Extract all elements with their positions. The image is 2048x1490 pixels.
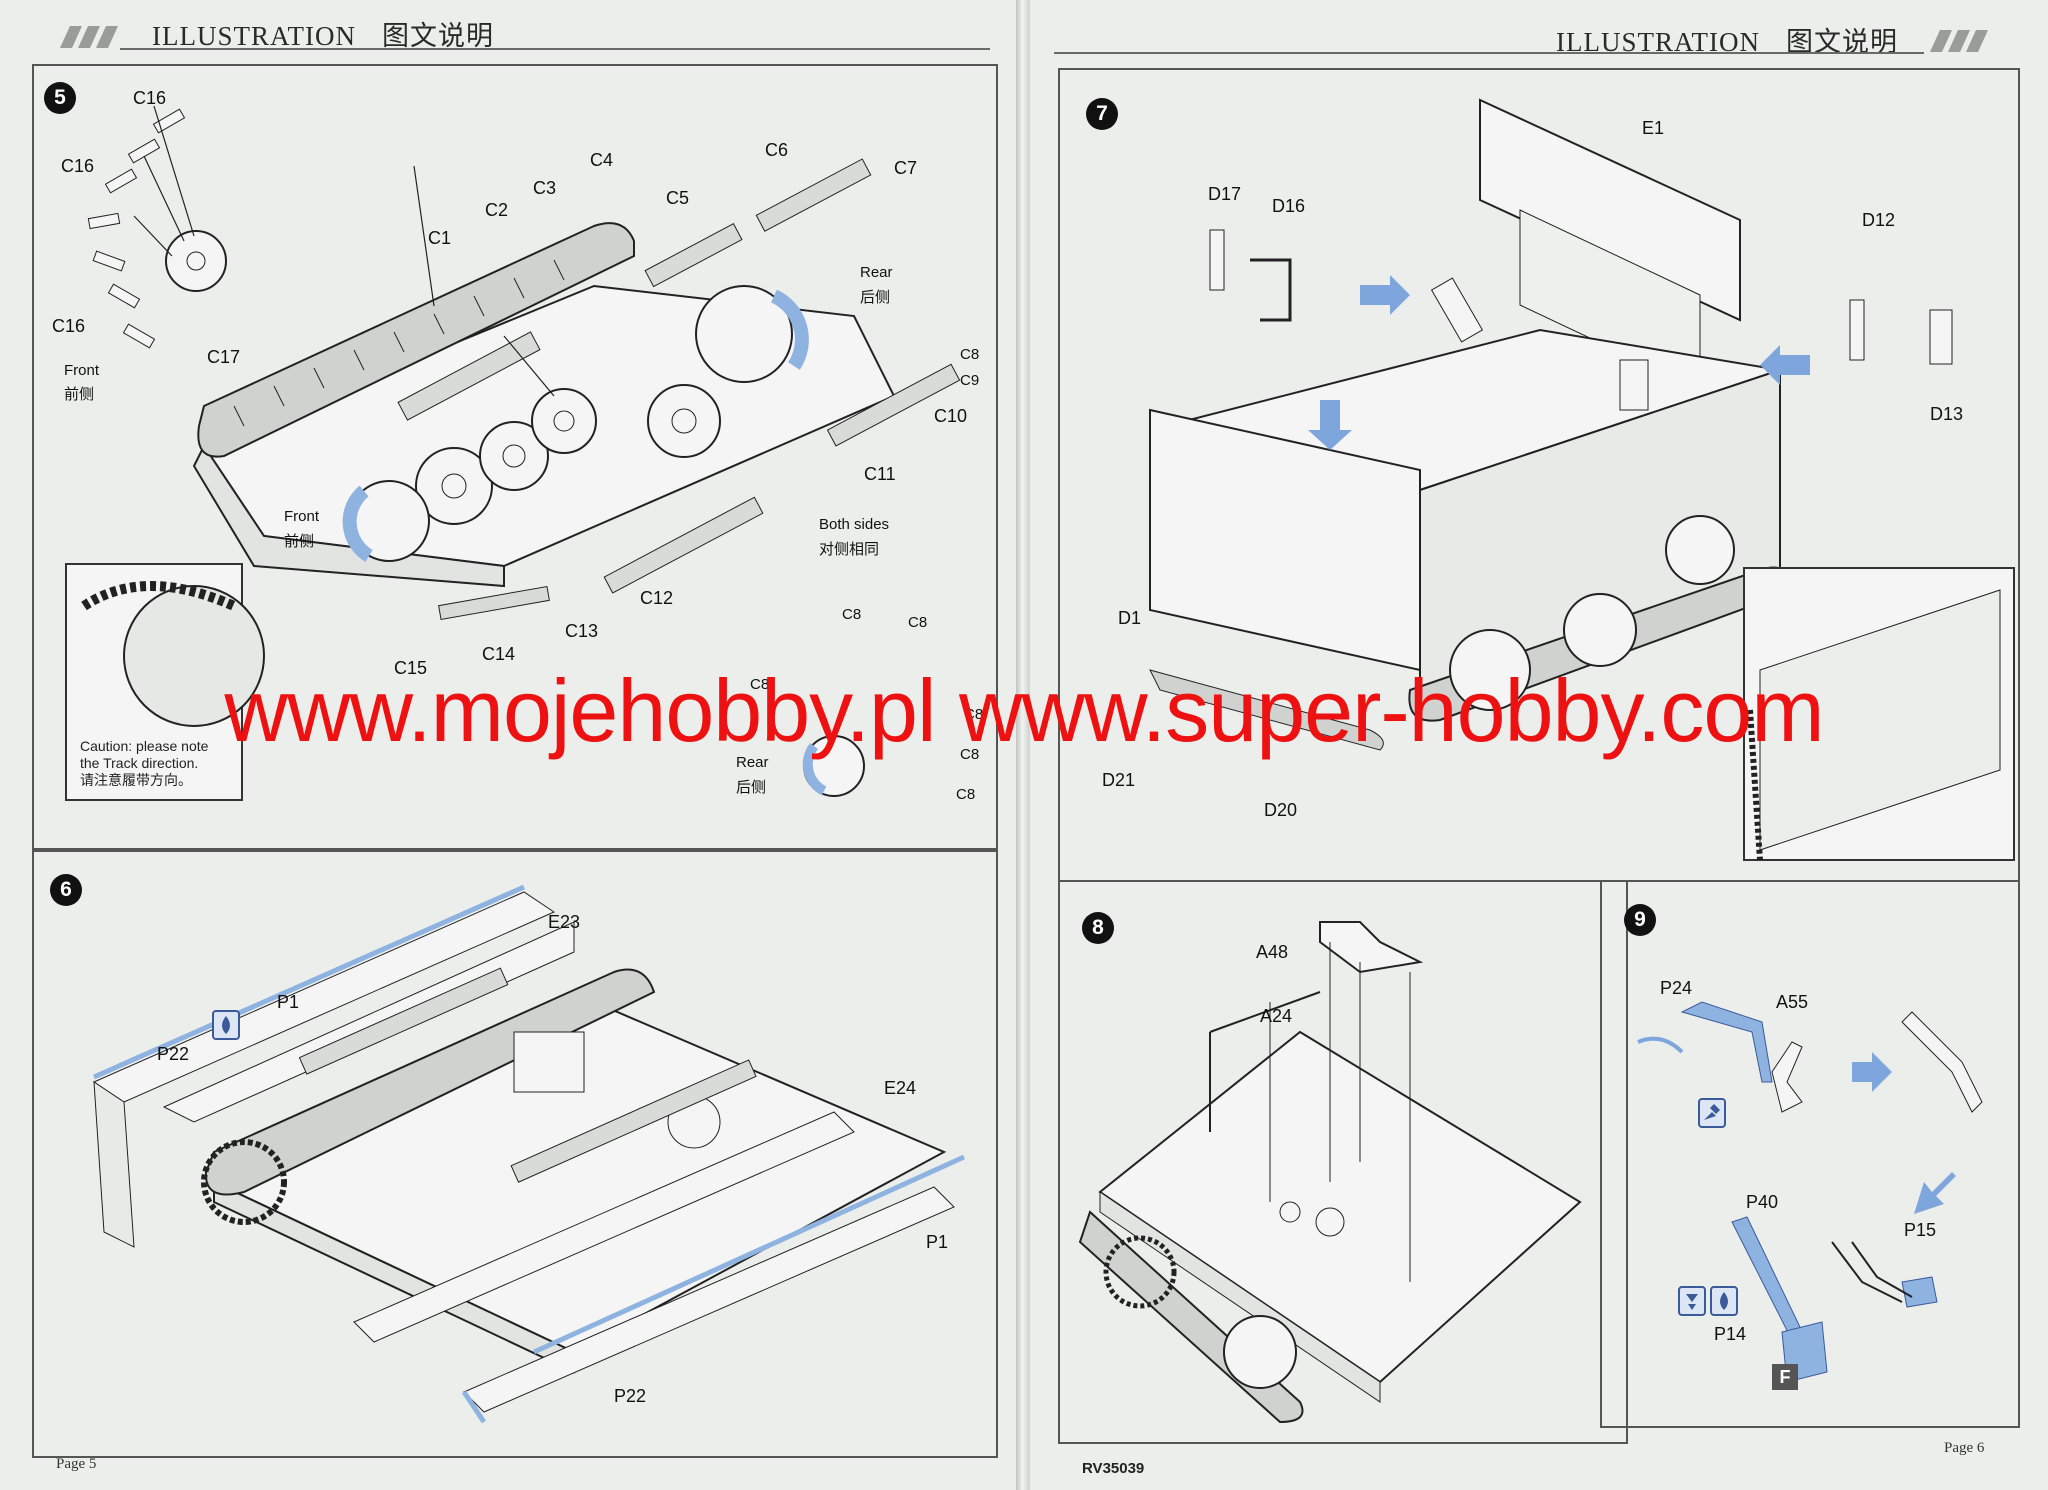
part-label-c9: C9: [960, 372, 980, 389]
left-header-title: ILLUSTRATION: [152, 21, 356, 51]
step-7-number: 7: [1086, 98, 1118, 130]
part-label-e23: E23: [548, 912, 581, 932]
part-label-c6: C6: [765, 140, 789, 160]
part-label-c13: C13: [565, 621, 599, 641]
part-label-c5: C5: [666, 188, 690, 208]
rear-label-cn: 后侧: [736, 779, 767, 796]
page-number: 5: [88, 1456, 97, 1472]
part-label-c17: C17: [207, 347, 241, 367]
caution-line-cn: 请注意履带方向。: [80, 772, 192, 788]
track-direction-caution: Caution: please note the Track direction…: [80, 738, 208, 789]
part-label-c12: C12: [640, 588, 674, 608]
left-header-title-cn: 图文说明: [381, 21, 494, 51]
watermark-text: www.mojehobby.pl www.super-hobby.com: [224, 661, 1824, 760]
front-label-cn: 前侧: [64, 386, 95, 403]
option-f-badge: F: [1772, 1364, 1798, 1390]
part-label-c14: C14: [482, 644, 516, 664]
part-label-c8: C8: [908, 614, 928, 631]
drill-icon: [1678, 1286, 1706, 1316]
part-label-a48: A48: [1256, 942, 1289, 962]
step-6-panel: 6 E23 P1 P22 E24 P1 P22: [32, 850, 998, 1458]
part-label-d17: D17: [1208, 184, 1242, 204]
part-label-c11: C11: [864, 464, 896, 484]
kit-code: RV35039: [1082, 1460, 1145, 1477]
step-6-drawing: [92, 884, 966, 1424]
part-label-c8: C8: [960, 346, 980, 363]
caution-line: Caution: please note: [80, 738, 209, 754]
rear-label: Rear: [736, 754, 769, 771]
left-header-rule: [120, 48, 990, 50]
right-header-rule: [1054, 52, 1924, 54]
part-label-p40: P40: [1746, 1192, 1779, 1212]
step-8-drawing: [1078, 921, 1582, 1424]
part-label-c4: C4: [590, 150, 614, 170]
part-label-c3: C3: [533, 178, 557, 198]
step-6-number: 6: [50, 874, 82, 906]
part-label-d1: D1: [1118, 608, 1142, 628]
part-label-c8: C8: [960, 746, 980, 763]
caution-line: the Track direction.: [80, 755, 199, 771]
part-label-c16: C16: [133, 88, 167, 108]
part-label-a24: A24: [1260, 1006, 1293, 1026]
both-sides-label: Both sides: [819, 516, 890, 533]
part-label-p15: P15: [1904, 1220, 1937, 1240]
both-sides-label-cn: 对侧相同: [819, 541, 880, 558]
part-label-c8: C8: [842, 606, 862, 623]
part-label-d20: D20: [1264, 800, 1298, 820]
left-page: ILLUSTRATION 图文说明: [0, 0, 1018, 1490]
rear-label: Rear: [860, 264, 893, 281]
part-label-d21: D21: [1102, 770, 1136, 790]
step-7-panel: 7 E1 D17 D16 D12 D13 D1 D21 D20: [1058, 68, 2020, 882]
part-label-d12: D12: [1862, 210, 1896, 230]
part-label-c8: C8: [750, 676, 770, 693]
glue-icon: [1710, 1286, 1738, 1316]
part-label-c8: C8: [964, 706, 984, 723]
part-label-d13: D13: [1930, 404, 1964, 424]
part-label-c2: C2: [485, 200, 509, 220]
part-label-c10: C10: [934, 406, 968, 426]
part-label-c15: C15: [394, 658, 428, 678]
step-8-panel: 8 A48 A24: [1058, 880, 1628, 1444]
step-5-drawing: [65, 105, 961, 801]
page-number: 6: [1976, 1440, 1985, 1456]
page-word: Page: [1944, 1440, 1974, 1456]
part-label-p24: P24: [1660, 978, 1693, 998]
step-5-number: 5: [44, 82, 76, 114]
part-label-c7: C7: [894, 158, 918, 178]
rear-label-cn: 后侧: [860, 289, 891, 306]
part-label-c1: C1: [428, 228, 452, 248]
step-9-number: 9: [1624, 904, 1656, 936]
left-header: ILLUSTRATION 图文说明: [152, 14, 494, 53]
part-label-c8: C8: [956, 786, 976, 803]
header-stripe-decoration: [60, 26, 118, 48]
part-label-p1: P1: [926, 1232, 949, 1252]
part-label-c16: C16: [52, 316, 86, 336]
page-word: Page: [56, 1456, 86, 1472]
step-8-number: 8: [1082, 912, 1114, 944]
part-label-e1: E1: [1642, 118, 1665, 138]
part-label-c16: C16: [61, 156, 95, 176]
step-5-panel: 5 C16 C16 C16 Front 前侧 C17 C1 C2 C3 C4 C…: [32, 64, 998, 850]
part-label-d16: D16: [1272, 196, 1306, 216]
header-stripe-decoration: [1930, 30, 1988, 52]
step-9-drawing: [1637, 1001, 1983, 1383]
glue-icon: [212, 1010, 240, 1040]
paint-icon: [1698, 1098, 1726, 1128]
front-label: Front: [64, 362, 100, 379]
part-label-a55: A55: [1776, 992, 1809, 1012]
step-7-drawing: [1149, 98, 2015, 861]
left-page-footer: Page 5: [56, 1456, 96, 1473]
part-label-p14: P14: [1714, 1324, 1747, 1344]
part-label-p22: P22: [614, 1386, 647, 1406]
part-label-e24: E24: [884, 1078, 917, 1098]
step-9-panel: 9 P24 A55 P40 P15 P14 F: [1600, 880, 2020, 1428]
part-label-p1: P1: [277, 992, 300, 1012]
part-label-p22: P22: [157, 1044, 190, 1064]
front-label-cn: 前侧: [284, 533, 315, 550]
right-page-footer: Page 6: [1944, 1440, 1984, 1457]
book-spine: [1016, 0, 1032, 1490]
front-label: Front: [284, 508, 320, 525]
